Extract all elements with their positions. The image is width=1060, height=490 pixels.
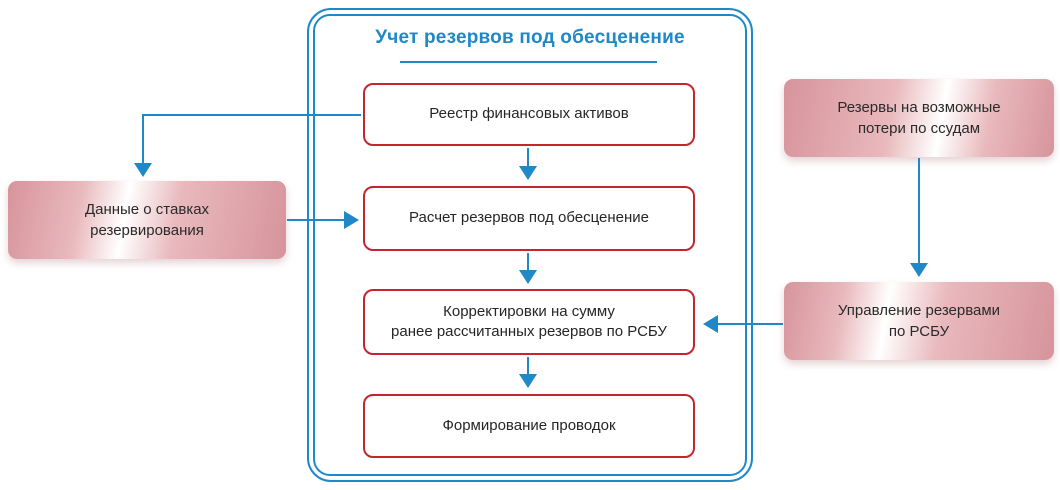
- flow-box-label: Формирование проводок: [442, 416, 616, 434]
- side-box-label-line1: Управление резервами: [837, 302, 1001, 319]
- central-container-outer-frame: [307, 8, 753, 482]
- arrow-loanloss-to-rsbu-icon: [910, 158, 928, 277]
- central-container-inner-frame: [313, 14, 747, 476]
- side-box-label-line1: Резервы на возможные: [837, 99, 1001, 116]
- side-box-label-line2: потери по ссудам: [857, 120, 981, 137]
- flow-box-postings: Формирование проводок: [363, 394, 695, 458]
- side-box-label-line2: по РСБУ: [888, 323, 950, 340]
- side-box-reservation-rates: Данные о ставках резервирования: [8, 181, 286, 259]
- flow-box-registry: Реестр финансовых активов: [363, 83, 695, 146]
- side-box-loan-loss-reserves: Резервы на возможные потери по ссудам: [784, 79, 1054, 157]
- side-box-label-line2: резервирования: [90, 222, 204, 239]
- flow-box-label-line1: Корректировки на сумму: [443, 302, 615, 320]
- side-box-rsbu-reserve-management: Управление резервами по РСБУ: [784, 282, 1054, 360]
- flow-box-label-line2: ранее рассчитанных резервов по РСБУ: [391, 323, 667, 340]
- title-underline-rule: [400, 61, 657, 63]
- flow-box-label: Реестр финансовых активов: [429, 105, 629, 123]
- flow-box-adjustments: Корректировки на сумму ранее рассчитанны…: [363, 289, 695, 355]
- flow-box-calculation: Расчет резервов под обесценение: [363, 186, 695, 251]
- side-box-label-line1: Данные о ставках: [84, 201, 210, 218]
- flow-box-label: Расчет резервов под обесценение: [409, 209, 649, 227]
- diagram-title: Учет резервов под обесценение: [375, 27, 685, 48]
